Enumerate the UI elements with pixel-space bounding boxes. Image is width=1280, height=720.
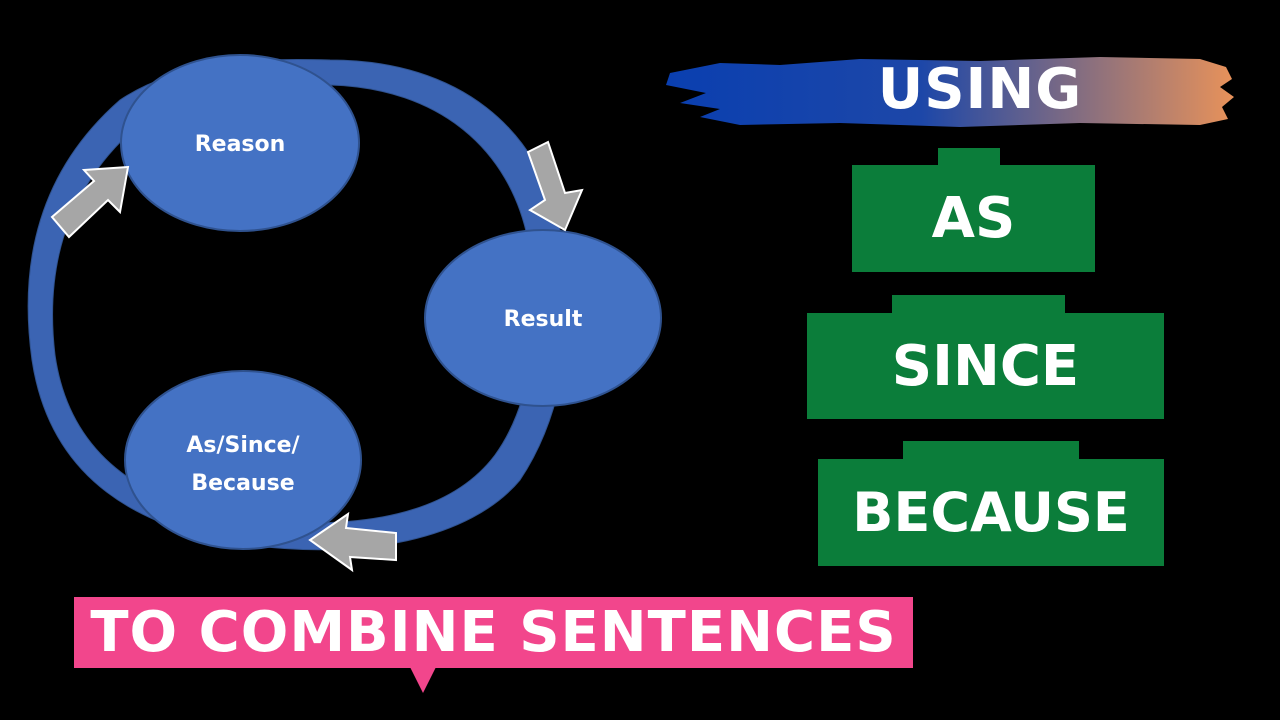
arrow-reason-to-result-icon <box>526 140 584 232</box>
connector-node <box>124 370 362 550</box>
word-box-since: SINCE <box>807 295 1164 419</box>
reason-label: Reason <box>195 132 286 157</box>
word-box-since-tab <box>892 295 1065 317</box>
cycle-diagram: Reason Result As/Since/ Because <box>27 54 662 573</box>
word-because: BECAUSE <box>818 459 1164 566</box>
connector-label-line2: Because <box>191 471 294 496</box>
result-node <box>424 229 662 407</box>
word-box-as-tab <box>938 148 1000 168</box>
connector-label-line1: As/Since/ <box>186 433 300 458</box>
result-label: Result <box>504 307 583 332</box>
word-box-because-tab <box>903 441 1079 463</box>
using-heading: USING <box>877 57 1083 122</box>
arrow-result-to-connector-icon <box>308 511 397 573</box>
word-box-as: AS <box>852 148 1095 272</box>
word-box-because: BECAUSE <box>818 441 1164 566</box>
reason-node <box>120 54 360 232</box>
brush-stroke <box>666 57 1234 127</box>
caption-banner: TO COMBINE SENTENCES <box>74 597 913 668</box>
caption-pointer <box>410 667 436 693</box>
using-heading-wrap: USING <box>660 0 1240 122</box>
arrow-connector-to-reason-icon <box>50 165 130 239</box>
word-as: AS <box>852 165 1095 272</box>
word-since: SINCE <box>807 313 1164 419</box>
